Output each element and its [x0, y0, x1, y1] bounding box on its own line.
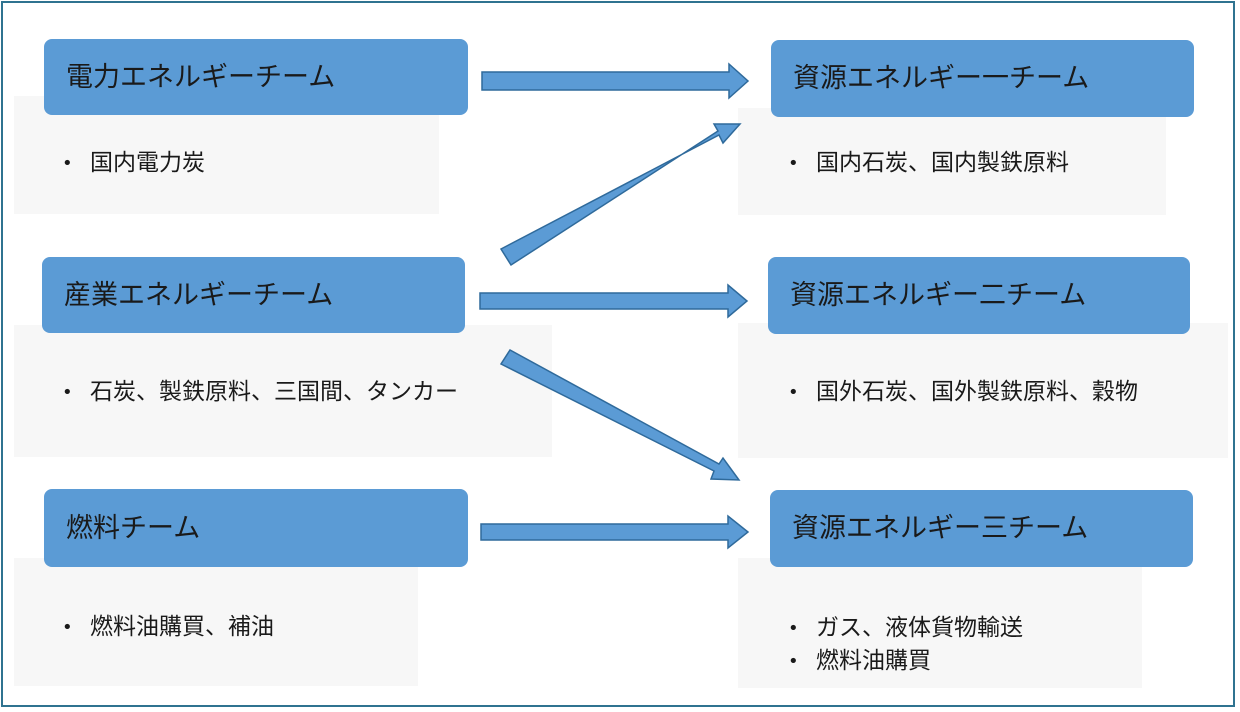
team-box-resource-energy-3: 資源エネルギー三チーム [770, 490, 1193, 567]
team-items-power-energy: 国内電力炭 [60, 147, 205, 180]
team-title: 資源エネルギー一チーム [793, 63, 1090, 94]
team-box-resource-energy-2: 資源エネルギー二チーム [768, 257, 1190, 334]
list-item: 国外石炭、国外製鉄原料、穀物 [786, 376, 1138, 409]
team-box-fuel: 燃料チーム [44, 489, 468, 567]
list-item: 燃料油購買、補油 [60, 611, 274, 644]
arrow-industry-to-resource-1 [499, 123, 742, 267]
team-box-resource-energy-1: 資源エネルギー一チーム [771, 40, 1194, 117]
team-items-resource-energy-3: ガス、液体貨物輸送 燃料油購買 [786, 612, 1023, 678]
arrow-industry-to-resource-3 [499, 349, 741, 481]
team-title: 電力エネルギーチーム [66, 61, 336, 93]
team-title: 燃料チーム [66, 512, 201, 544]
team-box-power-energy: 電力エネルギーチーム [44, 39, 468, 115]
team-items-industry-energy: 石炭、製鉄原料、三国間、タンカー [60, 376, 458, 409]
list-item: 国内石炭、国内製鉄原料 [786, 147, 1069, 180]
team-items-resource-energy-2: 国外石炭、国外製鉄原料、穀物 [786, 376, 1138, 409]
arrow-fuel-to-resource-3 [480, 514, 750, 550]
list-item: 燃料油購買 [786, 645, 1023, 678]
team-items-fuel: 燃料油購買、補油 [60, 611, 274, 644]
team-box-industry-energy: 産業エネルギーチーム [42, 257, 465, 333]
arrow-industry-to-resource-2 [479, 283, 749, 319]
arrow-power-to-resource-1 [481, 62, 750, 100]
team-title: 産業エネルギーチーム [64, 279, 334, 311]
list-item: 国内電力炭 [60, 147, 205, 180]
list-item: ガス、液体貨物輸送 [786, 612, 1023, 645]
team-title: 資源エネルギー三チーム [792, 513, 1089, 544]
team-items-resource-energy-1: 国内石炭、国内製鉄原料 [786, 147, 1069, 180]
team-title: 資源エネルギー二チーム [790, 280, 1087, 311]
list-item: 石炭、製鉄原料、三国間、タンカー [60, 376, 458, 409]
